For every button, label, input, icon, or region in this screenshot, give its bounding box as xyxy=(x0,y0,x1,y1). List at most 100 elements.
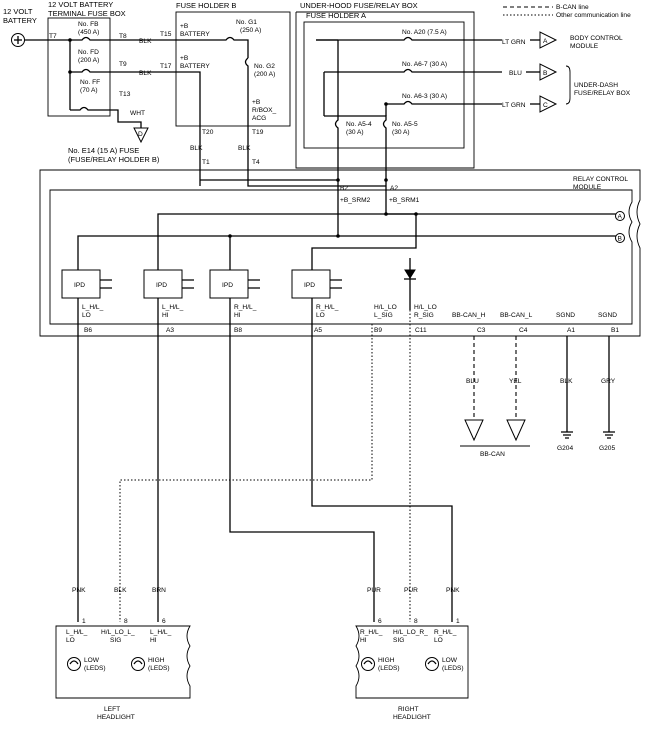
svg-text:8: 8 xyxy=(414,618,418,625)
diode-icon xyxy=(404,269,416,279)
svg-text:FUSE/RELAY BOX: FUSE/RELAY BOX xyxy=(574,90,631,97)
svg-text:LO: LO xyxy=(82,312,91,319)
svg-text:6: 6 xyxy=(162,618,166,625)
svg-text:LO: LO xyxy=(434,637,443,644)
legend-bcan: B-CAN line xyxy=(556,4,589,11)
svg-text:A: A xyxy=(543,38,548,45)
svg-text:RIGHT: RIGHT xyxy=(398,706,419,713)
svg-text:(LEDS): (LEDS) xyxy=(442,665,464,672)
svg-text:MODULE: MODULE xyxy=(570,43,599,50)
svg-text:T9: T9 xyxy=(119,61,127,68)
svg-text:(200 A): (200 A) xyxy=(254,71,275,78)
svg-text:No. A5-5: No. A5-5 xyxy=(392,121,418,128)
svg-text:No. A6-3 (30 A): No. A6-3 (30 A) xyxy=(402,93,447,100)
svg-text:HIGH: HIGH xyxy=(378,657,395,664)
svg-text:+B_SRM1: +B_SRM1 xyxy=(389,197,420,204)
svg-text:A5: A5 xyxy=(314,327,322,334)
svg-text:FUSE HOLDER A: FUSE HOLDER A xyxy=(306,11,366,20)
svg-text:8: 8 xyxy=(124,618,128,625)
svg-text:A2: A2 xyxy=(390,185,398,192)
low-led-icon xyxy=(67,657,81,671)
svg-text:LO: LO xyxy=(66,637,75,644)
legend-other: Other communication line xyxy=(556,12,631,19)
svg-text:L_H/L_: L_H/L_ xyxy=(66,629,88,636)
svg-text:(30 A): (30 A) xyxy=(346,129,364,136)
svg-text:HI: HI xyxy=(150,637,157,644)
svg-text:IPD: IPD xyxy=(156,282,167,289)
connector-a-icon xyxy=(539,31,558,49)
svg-text:H/L_LO_R_: H/L_LO_R_ xyxy=(393,629,428,636)
svg-text:T20: T20 xyxy=(202,129,214,136)
svg-text:G205: G205 xyxy=(599,445,615,452)
svg-text:T7: T7 xyxy=(49,33,57,40)
battery: 12 VOLT BATTERY xyxy=(3,7,48,47)
ref-b-icon xyxy=(615,233,625,243)
svg-text:SGND: SGND xyxy=(598,312,617,319)
svg-text:(70 A): (70 A) xyxy=(80,87,98,94)
svg-text:B9: B9 xyxy=(374,327,382,334)
bbcan-h-icon xyxy=(464,419,484,442)
high-led-icon xyxy=(361,657,375,671)
ground-g204-icon xyxy=(561,431,573,439)
svg-text:R_H/L_: R_H/L_ xyxy=(234,304,257,311)
svg-text:No. G1: No. G1 xyxy=(236,19,257,26)
ipd-3 xyxy=(209,269,249,299)
svg-text:B8: B8 xyxy=(234,327,242,334)
svg-text:BB-CAN: BB-CAN xyxy=(480,451,505,458)
svg-text:C11: C11 xyxy=(415,327,427,334)
svg-text:A3: A3 xyxy=(166,327,174,334)
svg-text:1: 1 xyxy=(82,618,86,625)
bbcan-l-icon xyxy=(506,419,526,442)
low-led-icon xyxy=(425,657,439,671)
svg-text:LT GRN: LT GRN xyxy=(502,39,526,46)
svg-text:PUR: PUR xyxy=(367,587,381,594)
svg-text:BATTERY: BATTERY xyxy=(3,16,37,25)
fuse-g2-icon xyxy=(244,57,249,100)
svg-text:UNDER-DASH: UNDER-DASH xyxy=(574,82,618,89)
svg-text:BATTERY: BATTERY xyxy=(180,63,210,70)
svg-text:12 VOLT BATTERY: 12 VOLT BATTERY xyxy=(48,0,113,9)
svg-text:IPD: IPD xyxy=(74,282,85,289)
high-led-icon xyxy=(131,657,145,671)
svg-text:No. A20 (7.5 A): No. A20 (7.5 A) xyxy=(402,29,447,36)
svg-text:(450 A): (450 A) xyxy=(78,29,99,36)
svg-text:R_SIG: R_SIG xyxy=(414,312,434,319)
fuse-a67-icon xyxy=(324,68,502,73)
svg-text:BB-CAN_H: BB-CAN_H xyxy=(452,312,486,319)
svg-text:(250 A): (250 A) xyxy=(240,27,261,34)
svg-text:(LEDS): (LEDS) xyxy=(378,665,400,672)
svg-text:T8: T8 xyxy=(119,33,127,40)
svg-text:C: C xyxy=(543,102,548,109)
svg-text:UNDER-HOOD FUSE/RELAY BOX: UNDER-HOOD FUSE/RELAY BOX xyxy=(300,1,418,10)
t4-feed xyxy=(247,166,386,187)
svg-text:SIG: SIG xyxy=(110,637,121,644)
fuse-ff-icon xyxy=(70,106,119,116)
output-wires: LT GRN BLU LT GRN A B C BODY CONTROL MOD… xyxy=(502,31,631,113)
connector-d-icon xyxy=(133,127,149,144)
svg-text:PNK: PNK xyxy=(72,587,86,594)
svg-text:BLK: BLK xyxy=(560,378,573,385)
svg-text:12 VOLT: 12 VOLT xyxy=(3,7,33,16)
fuse-a55-icon xyxy=(324,115,387,148)
svg-text:No. E14 (15 A) FUSE: No. E14 (15 A) FUSE xyxy=(68,146,139,155)
svg-text:BLK: BLK xyxy=(238,145,251,152)
svg-text:C3: C3 xyxy=(477,327,486,334)
ipd-4 xyxy=(291,269,331,299)
svg-text:T15: T15 xyxy=(160,31,172,38)
fuse-a63-icon xyxy=(386,100,502,105)
svg-text:T17: T17 xyxy=(160,63,172,70)
svg-text:No. A6-7 (30 A): No. A6-7 (30 A) xyxy=(402,61,447,68)
svg-text:HI: HI xyxy=(234,312,241,319)
svg-text:HEADLIGHT: HEADLIGHT xyxy=(393,714,431,721)
fuse-g1-icon xyxy=(178,36,249,58)
svg-text:(LEDS): (LEDS) xyxy=(148,665,170,672)
svg-text:(30 A): (30 A) xyxy=(392,129,410,136)
svg-text:(FUSE/RELAY HOLDER B): (FUSE/RELAY HOLDER B) xyxy=(68,155,160,164)
svg-text:LT GRN: LT GRN xyxy=(502,102,526,109)
svg-text:BLU: BLU xyxy=(509,70,522,77)
svg-text:BATTERY: BATTERY xyxy=(180,31,210,38)
svg-text:YEL: YEL xyxy=(509,378,522,385)
left-headlight: 1 8 6 L_H/L_ LO H/L_LO_L_ SIG L_H/L_ HI … xyxy=(55,618,191,721)
svg-text:TERMINAL FUSE BOX: TERMINAL FUSE BOX xyxy=(48,9,126,18)
legend: B-CAN line Other communication line xyxy=(503,4,631,19)
